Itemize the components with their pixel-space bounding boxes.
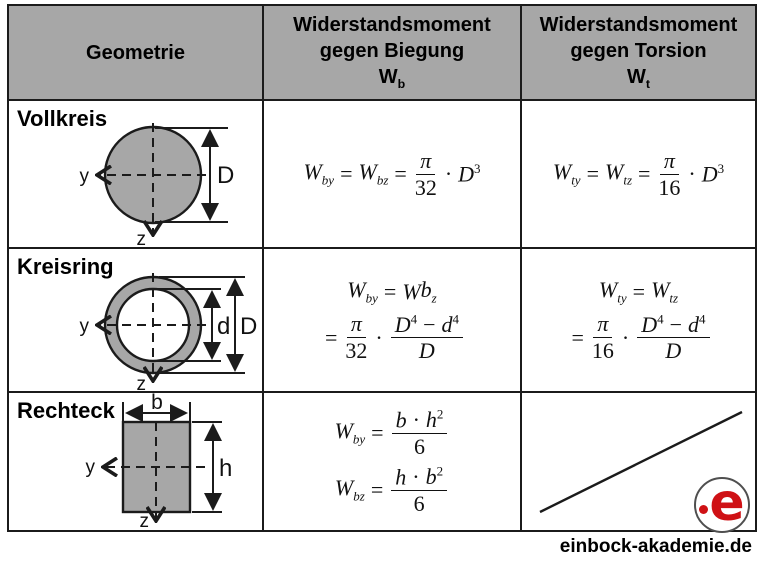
header-bending-symbol: Wb <box>378 66 406 92</box>
dimension-h-label: h <box>219 455 232 482</box>
kreisring-diagram: y z d D <box>80 273 257 391</box>
dimension-D: D <box>155 127 234 223</box>
header-torsion-line2: gegen Torsion <box>570 40 707 63</box>
dimension-D-label: D <box>240 313 257 340</box>
dimension-b-label: b <box>151 393 163 414</box>
dimension-D-label: D <box>217 162 234 189</box>
einbock-logo: e <box>694 477 750 533</box>
header-geometry: Geometrie <box>9 6 264 101</box>
rechteck-diagram: b y z h <box>86 393 233 530</box>
geometry-cell-kreisring: Kreisring y z d D <box>9 249 264 393</box>
y-axis-label: y <box>80 166 90 187</box>
geometry-cell-rechteck: Rechteck b y z h <box>9 393 264 530</box>
header-bending: Widerstandsmoment gegen Biegung Wb <box>264 6 522 101</box>
y-axis-label: y <box>80 316 90 337</box>
website-url: einbock-akademie.de <box>559 536 752 557</box>
header-geometry-label: Geometrie <box>86 41 185 64</box>
header-bending-line1: Widerstandsmoment <box>293 14 491 37</box>
logo-e-icon: e <box>709 473 745 534</box>
z-axis-label: z <box>137 374 147 391</box>
dimension-h: h <box>192 421 232 513</box>
dimension-D: D <box>159 276 257 374</box>
geometry-cell-vollkreis: Vollkreis y z D <box>9 101 264 249</box>
header-torsion-line1: Widerstandsmoment <box>539 14 738 37</box>
row-title-rechteck: Rechteck <box>17 398 115 423</box>
rechteck-torsion-cell <box>522 393 755 530</box>
z-axis-label: z <box>140 511 150 530</box>
dimension-b: b <box>122 393 191 422</box>
section-modulus-table: Geometrie Widerstandsmoment gegen Biegun… <box>7 4 757 532</box>
z-axis-label: z <box>137 229 147 247</box>
header-bending-line2: gegen Biegung <box>319 40 465 63</box>
row-title-kreisring: Kreisring <box>17 254 114 279</box>
row-title-vollkreis: Vollkreis <box>17 106 108 131</box>
no-formula-strikethrough <box>539 410 743 514</box>
logo-dot-icon <box>699 504 709 514</box>
header-torsion-symbol: Wt <box>626 66 651 92</box>
vollkreis-diagram: y z D <box>80 123 234 247</box>
dimension-d-label: d <box>217 313 230 340</box>
y-axis-label: y <box>86 457 96 478</box>
header-torsion: Widerstandsmoment gegen Torsion Wt <box>522 6 755 101</box>
